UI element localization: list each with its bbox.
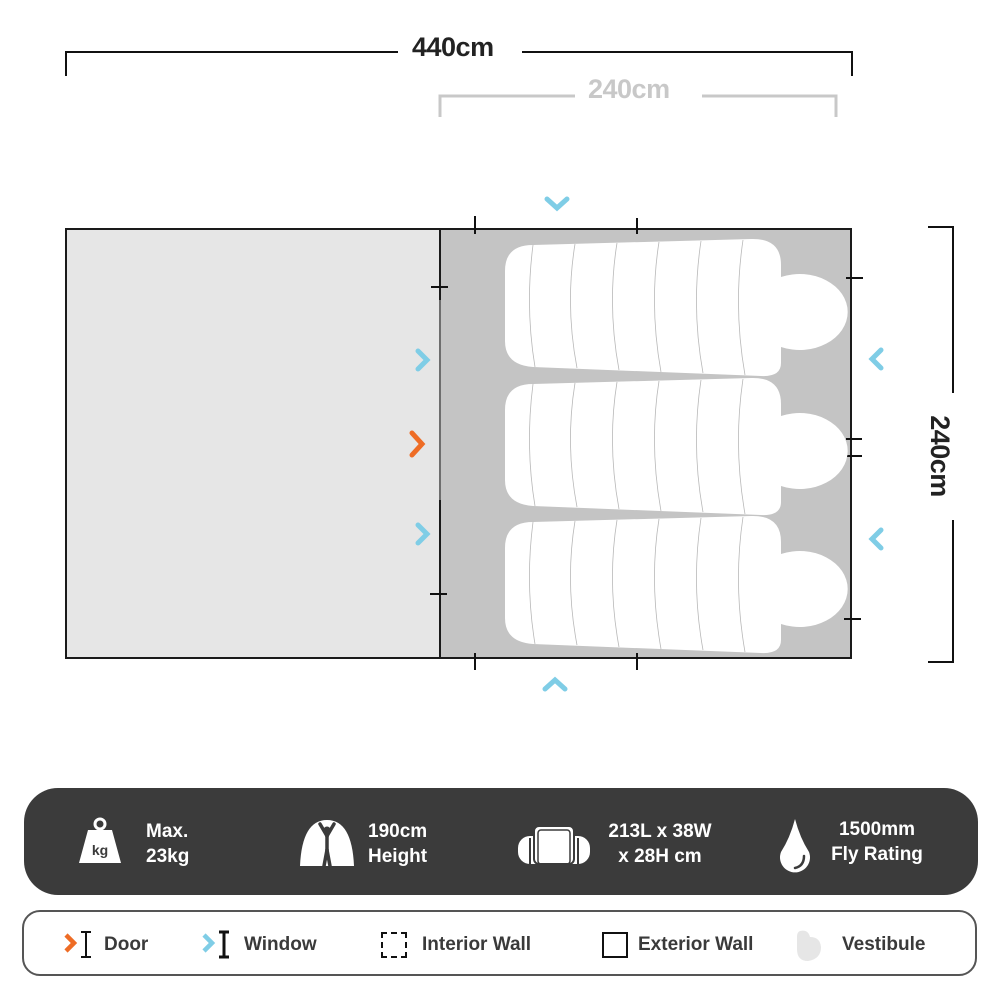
spec-fly-rating-line1: 1500mm — [838, 819, 916, 840]
svg-text:kg: kg — [92, 842, 108, 858]
door-chevron-right-icon — [409, 430, 426, 458]
spec-weight: Max. 23kg — [146, 819, 189, 869]
spec-bar: kg Max. 23kg 190cm Height 213L x 38W x 2… — [24, 788, 978, 895]
vestibule-area — [65, 228, 441, 659]
spec-packed-size-line2: x 28H cm — [618, 846, 702, 867]
window-chevron-right-icon — [415, 348, 431, 372]
legend-window-label: Window — [244, 934, 317, 955]
pole-markers — [430, 216, 863, 670]
inner-length-bracket — [438, 94, 838, 117]
exterior-wall-icon — [602, 932, 628, 958]
window-chevron-right-icon — [415, 522, 431, 546]
window-chevron-left-icon — [868, 347, 884, 371]
spec-fly-rating-line2: Fly Rating — [831, 844, 923, 865]
legend-vestibule-label: Vestibule — [842, 934, 926, 955]
carry-bag-icon — [518, 825, 590, 865]
total-length-label: 440cm — [398, 32, 508, 62]
interior-wall-icon — [381, 932, 407, 958]
inner-length-label: 240cm — [578, 74, 680, 104]
legend-interior-wall-label: Interior Wall — [422, 934, 532, 955]
window-chevron-down-icon — [544, 196, 570, 212]
spec-height-line2: Height — [368, 846, 428, 867]
legend: Door Window Interior Wall Exterior Wall … — [22, 910, 977, 976]
window-chevron-left-icon — [868, 527, 884, 551]
legend-door-label: Door — [104, 934, 149, 955]
spec-fly-rating: 1500mm Fly Rating — [822, 817, 932, 867]
weight-kg-icon: kg — [79, 817, 121, 863]
vestibule-icon — [797, 930, 821, 961]
legend-exterior-wall-label: Exterior Wall — [638, 934, 754, 955]
door-icon — [64, 931, 91, 958]
spec-packed-size-line1: 213L x 38W — [608, 821, 712, 842]
window-chevron-up-icon — [542, 676, 568, 692]
spec-height: 190cm Height — [368, 819, 427, 869]
spec-packed-size: 213L x 38W x 28H cm — [600, 819, 720, 869]
water-drop-icon — [780, 819, 810, 873]
width-bracket — [928, 226, 954, 663]
tent-floorplan — [65, 51, 954, 692]
spec-weight-line1: Max. — [146, 821, 189, 842]
spec-height-line1: 190cm — [368, 821, 428, 842]
total-length-bracket — [65, 51, 853, 76]
tent-height-icon — [300, 820, 354, 868]
width-label: 240cm — [924, 409, 955, 503]
window-icon — [202, 930, 229, 959]
spec-weight-line2: 23kg — [146, 846, 190, 867]
